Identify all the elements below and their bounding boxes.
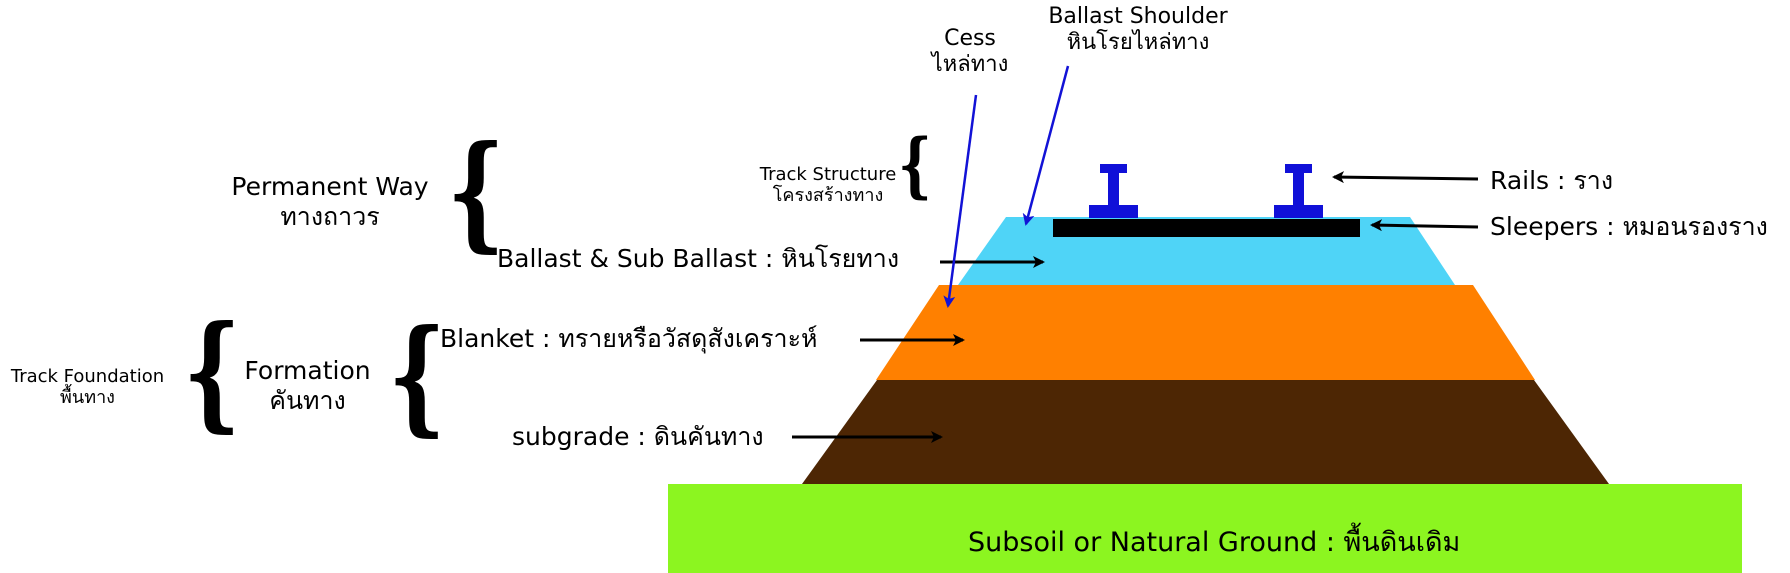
track-foundation-brace: {: [183, 299, 241, 445]
ballast-shoulder-label: Ballast Shoulder หินโรยไหล่ทาง: [1038, 4, 1238, 56]
cess-label-th: ไหล่ทาง: [931, 51, 1009, 77]
sleepers-label: Sleepers : หมอนรองราง: [1490, 212, 1768, 241]
cess-label-en: Cess: [944, 26, 996, 51]
blanket-layer: [876, 285, 1535, 380]
track-foundation-label-th: พื้นทาง: [60, 387, 115, 409]
subsoil-layer: [668, 484, 1742, 573]
permanent-way-label-en: Permanent Way: [231, 172, 429, 201]
rails-label: Rails : ราง: [1490, 166, 1614, 195]
subgrade-label: subgrade : ดินคันทาง: [512, 422, 764, 451]
sleeper: [1053, 219, 1360, 237]
permanent-way-brace: {: [447, 119, 505, 265]
permanent-way-label-th: ทางถาวร: [280, 201, 380, 231]
track-foundation-label-en: Track Foundation: [10, 366, 165, 387]
subsoil-label: Subsoil or Natural Ground : พื้นดินเดิม: [968, 527, 1461, 558]
ballast-shoulder-arrow: [1022, 65, 1070, 226]
formation-brace: {: [388, 303, 446, 449]
track-structure-label-en: Track Structure: [759, 164, 897, 185]
ballast-label: Ballast & Sub Ballast : หินโรยทาง: [497, 244, 900, 273]
ballast-shoulder-label-en: Ballast Shoulder: [1048, 4, 1228, 29]
ballast-shoulder-label-th: หินโรยไหล่ทาง: [1066, 29, 1210, 55]
rail-profile-icon: [1274, 164, 1323, 218]
sleepers-arrow: [1370, 219, 1479, 232]
cess-label: Cess ไหล่ทาง: [905, 26, 1035, 78]
permanent-way-label: Permanent Way ทางถาวร: [220, 172, 440, 231]
formation-label-en: Formation: [244, 356, 371, 385]
rail-profile-icon: [1089, 164, 1138, 218]
track-structure-label-th: โครงสร้างทาง: [772, 185, 884, 207]
formation-label-th: คันทาง: [269, 385, 346, 415]
subgrade-layer: [802, 380, 1609, 484]
blanket-label: Blanket : ทรายหรือวัสดุสังเคราะห์: [440, 324, 818, 353]
cess-arrow: [943, 94, 978, 308]
formation-label: Formation คันทาง: [225, 356, 390, 415]
rails-arrow: [1332, 171, 1479, 184]
track-foundation-label: Track Foundation พื้นทาง: [0, 366, 175, 408]
track-structure-brace: {: [898, 123, 932, 206]
track-structure-label: Track Structure โครงสร้างทาง: [748, 164, 908, 206]
